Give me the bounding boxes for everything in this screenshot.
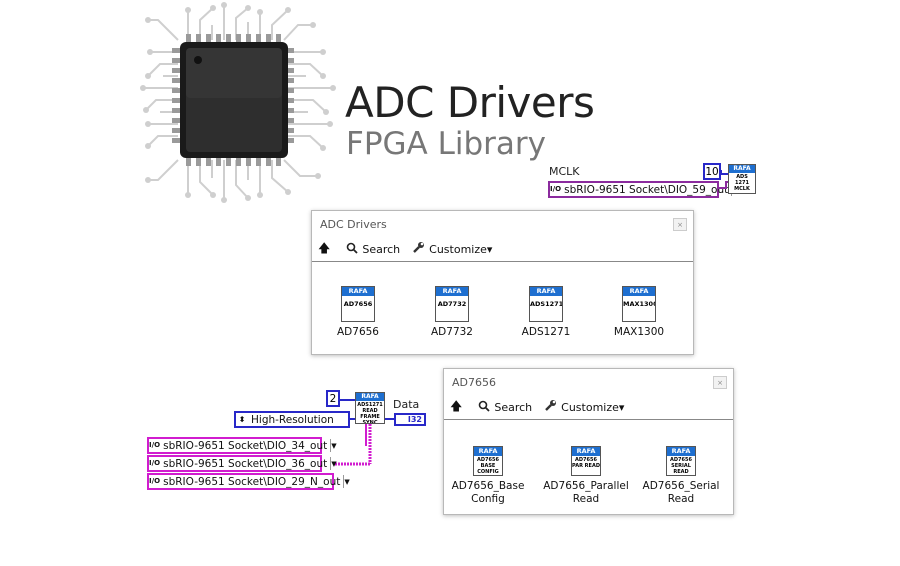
vi-text: AD7656 BASE CONFIG [477,457,499,475]
ad7732-vi-icon: RAFA AD7732 [435,286,469,322]
palette-item-label-line1: AD7656_Serial [642,480,720,492]
search-label: Search [362,242,401,256]
chevron-down-icon[interactable]: ▼ [343,475,350,488]
palette-item-label-line1: AD7656_Base [451,480,525,492]
palette-item-ad7656-serial-read[interactable]: RAFA AD7656 SERIAL READ AD7656_Serial Re… [638,446,724,506]
mclk-label: MCLK [549,165,580,178]
customize-label: Customize▾ [429,242,493,256]
mclk-io-channel-value: sbRIO-9651 Socket\DIO_59_out [564,183,729,196]
palette-item-label-line2: Config [471,493,505,505]
palette-item-ad7656-base-config[interactable]: RAFA AD7656 BASE CONFIG AD7656_Base Conf… [446,446,530,506]
chip-illustration-icon [140,2,336,203]
palette-item-label-line2: Read [572,493,600,505]
search-icon [346,242,358,257]
palette-item-label: ADS1271 [521,326,571,338]
palette-item-label: MAX1300 [613,326,665,338]
palette-item-ads1271[interactable]: RAFA ADS1271 ADS1271 [516,286,576,339]
close-icon[interactable]: × [713,376,727,389]
i32-type-label: I32 [407,415,422,424]
wrench-icon [412,241,425,257]
palette-titlebar: ADC Drivers × [312,211,693,237]
palette-item-label-line1: AD7656_Parallel [543,480,629,492]
io-channel-value: sbRIO-9651 Socket\DIO_36_out [163,457,328,470]
vi-banner: RAFA [342,287,374,296]
max1300-vi-icon: RAFA MAX1300 [622,286,656,322]
data-output-label: Data [393,398,420,411]
wrench-icon [544,399,557,415]
vi-banner: RAFA [474,447,502,456]
up-arrow-icon: 🡅 [318,240,331,255]
hero-subtitle: FPGA Library [346,126,547,162]
palette-title: ADC Drivers [320,217,387,231]
search-label: Search [494,400,533,414]
palette-title: AD7656 [452,375,496,389]
search-icon [478,400,490,415]
customize-label: Customize▾ [561,400,625,414]
up-button[interactable]: 🡅 [450,397,466,418]
vi-text: AD7656 [343,300,373,308]
vi-text: AD7656 PAR READ [572,457,600,469]
vi-banner: RAFA [356,393,384,401]
io-channel-value: sbRIO-9651 Socket\DIO_34_out [163,439,328,452]
vi-banner: RAFA [623,287,655,296]
palette-adc-drivers: ADC Drivers × 🡅 Search Customize▾ RAFA A… [311,210,694,355]
palette-item-ad7656[interactable]: RAFA AD7656 AD7656 [330,286,386,339]
palette-item-label: AD7732 [431,326,473,338]
data-indicator-i32[interactable]: I32 [394,413,426,426]
vi-text: ADS 1271 MCLK [734,174,750,192]
vi-text: ADS1271 [530,300,563,308]
hero-title: ADC Drivers [345,78,595,127]
vi-banner: RAFA [530,287,562,296]
mclk-vi-icon[interactable]: RAFA ADS 1271 MCLK [728,164,756,194]
palette-item-label-line2: Read [667,493,695,505]
customize-button[interactable]: Customize▾ [544,399,624,415]
chevron-down-icon[interactable]: ▼ [330,439,337,452]
palette-toolbar: 🡅 Search Customize▾ [312,237,693,262]
palette-item-max1300[interactable]: RAFA MAX1300 MAX1300 [608,286,670,339]
search-button[interactable]: Search [346,242,400,257]
chevron-down-icon[interactable]: ▼ [330,457,337,470]
up-arrow-icon: 🡅 [450,398,463,413]
palette-toolbar: 🡅 Search Customize▾ [444,395,733,420]
read-wires [335,399,394,466]
mode-enum[interactable]: ⬍ High-Resolution [234,411,350,428]
vi-banner: RAFA [729,165,755,173]
io-channel-dio29[interactable]: I/O sbRIO-9651 Socket\DIO_29_N_out ▼ [147,473,350,490]
vi-text: ADS1271 READ FRAME SYNC [357,402,383,424]
io-channel-value: sbRIO-9651 Socket\DIO_29_N_out [163,475,341,488]
ads1271-vi-icon: RAFA ADS1271 [529,286,563,322]
vi-banner: RAFA [436,287,468,296]
io-channel-dio34[interactable]: I/O sbRIO-9651 Socket\DIO_34_out ▼ [147,437,337,454]
vi-text: AD7656 SERIAL READ [670,457,692,475]
close-icon[interactable]: × [673,218,687,231]
ad7656-parallel-read-vi-icon: RAFA AD7656 PAR READ [571,446,601,476]
mode-enum-value: High-Resolution [251,413,334,426]
ad7656-vi-icon: RAFA AD7656 [341,286,375,322]
read-constant[interactable]: 2 [326,390,340,407]
palette-item-ad7656-parallel-read[interactable]: RAFA AD7656 PAR READ AD7656_Parallel Rea… [540,446,632,506]
io-channel-icon: I/O [550,185,562,193]
palette-ad7656: AD7656 × 🡅 Search Customize▾ RAFA AD7656… [443,368,734,515]
palette-item-ad7732[interactable]: RAFA AD7732 AD7732 [424,286,480,339]
search-button[interactable]: Search [478,400,532,415]
ad7656-serial-read-vi-icon: RAFA AD7656 SERIAL READ [666,446,696,476]
palette-item-label: AD7656 [337,326,379,338]
vi-banner: RAFA [572,447,600,456]
io-channel-icon: I/O [149,441,161,449]
mclk-io-channel[interactable]: I/O sbRIO-9651 Socket\DIO_59_out ▼ [548,181,738,198]
enum-arrows-icon: ⬍ [238,415,246,424]
up-button[interactable]: 🡅 [318,239,334,260]
palette-titlebar: AD7656 × [444,369,733,395]
vi-text: AD7732 [437,300,467,308]
io-channel-dio36[interactable]: I/O sbRIO-9651 Socket\DIO_36_out ▼ [147,455,337,472]
ad7656-base-config-vi-icon: RAFA AD7656 BASE CONFIG [473,446,503,476]
io-channel-icon: I/O [149,459,161,467]
ads1271-read-vi-icon[interactable]: RAFA ADS1271 READ FRAME SYNC [355,392,385,424]
io-channel-icon: I/O [149,477,161,485]
vi-text: MAX1300 [623,300,656,308]
vi-banner: RAFA [667,447,695,456]
customize-button[interactable]: Customize▾ [412,241,492,257]
